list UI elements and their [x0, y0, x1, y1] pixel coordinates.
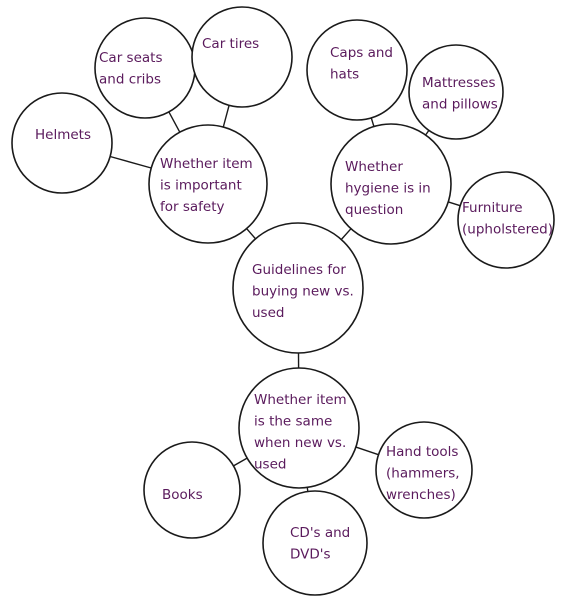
node-label-car-tires: Car tires	[202, 36, 259, 52]
node-circle-helmets	[11, 92, 113, 194]
node-label-line: is the same	[254, 414, 332, 430]
node-label-line: Hand tools	[386, 444, 458, 460]
connector-hygiene-mattresses	[425, 129, 430, 136]
node-circle-car-tires	[191, 6, 293, 108]
node-helmets: Helmets	[11, 92, 113, 194]
node-label-line: used	[254, 457, 286, 473]
connector-hygiene-caps	[370, 117, 375, 127]
node-circle-same	[238, 367, 360, 489]
node-circle-cds	[262, 490, 368, 596]
node-circle-safety	[148, 124, 268, 244]
node-circle-hygiene	[330, 123, 452, 245]
node-label-line: is important	[160, 178, 242, 194]
node-label-hand-tools: Hand tools (hammers, wrenches)	[386, 444, 460, 503]
node-label-line: Car tires	[202, 36, 259, 52]
node-label-line: Whether item	[160, 156, 253, 172]
connector-safety-car-tires	[222, 105, 230, 128]
node-furniture: Furniture (upholstered)	[457, 171, 555, 269]
node-label-line: Helmets	[35, 127, 91, 143]
node-label-line: Whether	[345, 159, 403, 175]
node-label-furniture: Furniture (upholstered)	[462, 200, 553, 238]
node-circle-car-seats	[94, 17, 196, 119]
node-same: Whether item is the same when new vs. used	[238, 367, 360, 489]
node-circle-caps	[306, 19, 408, 121]
node-label-line: buying new vs.	[252, 284, 354, 300]
node-circle-center	[232, 222, 364, 354]
node-label-mattresses: Mattresses and pillows	[422, 75, 498, 113]
connector-safety-helmets	[109, 155, 152, 169]
connector-center-safety	[246, 228, 257, 240]
node-label-line: Guidelines for	[252, 262, 346, 278]
node-label-line: (upholstered)	[462, 222, 553, 238]
node-circle-books	[143, 441, 241, 539]
connector-same-hand-tools	[355, 446, 379, 456]
connector-safety-car-seats	[168, 111, 181, 133]
node-label-line: (hammers,	[386, 466, 460, 482]
node-label-line: Caps and	[330, 45, 393, 61]
node-label-line: CD's and	[290, 525, 350, 541]
node-label-line: for safety	[160, 199, 225, 215]
node-mattresses: Mattresses and pillows	[408, 44, 504, 140]
node-caps: Caps and hats	[306, 19, 408, 121]
connector-hygiene-furniture	[448, 201, 461, 207]
node-label-line: question	[345, 202, 403, 218]
node-label-line: and cribs	[99, 72, 161, 88]
node-label-caps: Caps and hats	[330, 45, 393, 83]
node-label-line: Whether item	[254, 392, 347, 408]
node-label-line: when new vs.	[254, 435, 346, 451]
node-label-line: wrenches)	[386, 487, 456, 503]
node-label-line: Books	[162, 487, 203, 503]
node-label-line: used	[252, 305, 284, 321]
node-center: Guidelines for buying new vs. used	[232, 222, 364, 354]
node-car-seats: Car seats and cribs	[94, 17, 196, 119]
node-hygiene: Whether hygiene is in question	[330, 123, 452, 245]
node-label-same: Whether item is the same when new vs. used	[254, 392, 347, 473]
connector-center-hygiene	[340, 228, 352, 240]
node-label-line: hygiene is in	[345, 181, 431, 197]
node-label-center: Guidelines for buying new vs. used	[252, 262, 354, 321]
node-circle-hand-tools	[375, 421, 473, 519]
node-label-line: DVD's	[290, 547, 331, 563]
node-safety: Whether item is important for safety	[148, 124, 268, 244]
node-label-safety: Whether item is important for safety	[160, 156, 253, 215]
node-label-hygiene: Whether hygiene is in question	[345, 159, 431, 218]
node-label-line: and pillows	[422, 97, 498, 113]
node-circle-furniture	[457, 171, 555, 269]
node-label-car-seats: Car seats and cribs	[99, 50, 162, 88]
node-label-line: hats	[330, 67, 359, 83]
node-label-books: Books	[162, 487, 203, 503]
node-label-line: Mattresses	[422, 75, 495, 91]
node-books: Books	[143, 441, 241, 539]
connector-same-books	[233, 457, 248, 467]
node-label-helmets: Helmets	[35, 127, 91, 143]
node-circle-mattresses	[408, 44, 504, 140]
node-label-line: Car seats	[99, 50, 162, 66]
node-hand-tools: Hand tools (hammers, wrenches)	[375, 421, 473, 519]
node-car-tires: Car tires	[191, 6, 293, 108]
node-label-line: Furniture	[462, 200, 523, 216]
